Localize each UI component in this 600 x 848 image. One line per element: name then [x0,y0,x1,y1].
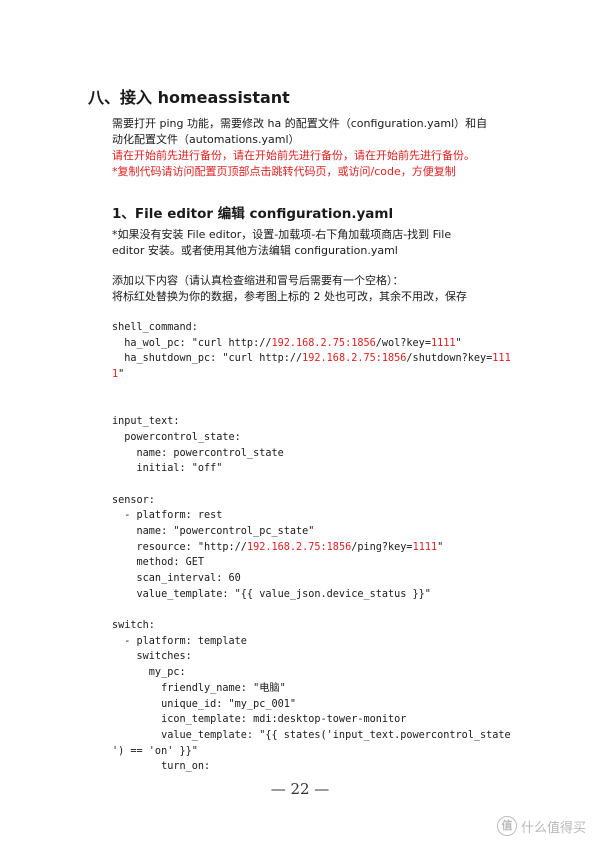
code-line: sensor: [112,493,512,509]
code-text: name: "powercontrol_pc_state" [112,525,315,537]
code-highlight: 111 [492,353,511,365]
code-line: ha_shutdown_pc: "curl http://192.168.2.7… [112,351,512,367]
code-line [112,398,512,414]
code-text: ha_shutdown_pc: "curl http:// [112,353,303,365]
code-highlight: 192.168.2.75:1856 [271,337,376,349]
page-number: — 22 — [270,780,330,798]
instruction-line: 将标红处替换为你的数据，参考图上标的 2 处也可改，其余不用改，保存 [112,290,467,303]
code-line: initial: "off" [112,461,512,477]
code-text: input_text: [112,416,180,428]
code-line: ha_wol_pc: "curl http://192.168.2.75:185… [112,336,512,352]
code-text: " [455,337,462,349]
watermark-logo-icon: 值 [496,816,517,836]
code-line: friendly_name: "电脑" [112,681,512,697]
code-text: turn_on: [112,761,211,773]
instruction-line: 添加以下内容（请认真检查缩进和冒号后需要有一个空格）： [112,274,404,287]
code-line: value_template: "{{ value_json.device_st… [112,587,512,603]
code-text: switch: [112,620,155,632]
code-highlight: 1111 [430,337,456,349]
code-line [112,602,512,618]
code-text: ha_wol_pc: "curl http:// [112,337,272,349]
code-line: icon_template: mdi:desktop-tower-monitor [112,712,512,728]
install-note-line: *如果没有安装 File editor，设置-加载项-右下角加载项商店-找到 F… [112,228,452,241]
code-text: scan_interval: 60 [112,573,241,584]
code-text: ') == 'on' }}" [112,745,198,757]
code-text: initial: "off" [112,463,223,475]
code-line: scan_interval: 60 [112,571,512,587]
yaml-code-block: shell_command: ha_wol_pc: "curl http://1… [112,320,512,775]
code-text: /shutdown?key= [406,353,493,365]
code-line: - platform: template [112,634,512,650]
code-line: shell_command: [112,320,512,336]
section-title: 八、接入 homeassistant [88,88,290,107]
install-note-line: editor 安装。或者使用其他方法编辑 configuration.yaml [112,244,398,257]
backup-warning: 请在开始前先进行备份，请在开始前先进行备份，请在开始前先进行备份。 [112,149,475,162]
code-line: turn_on: [112,759,512,775]
code-line: unique_id: "my_pc_001" [112,697,512,713]
code-text: " [118,369,125,381]
code-text: - platform: template [112,635,247,647]
code-line: name: "powercontrol_pc_state" [112,524,512,540]
instructions: 添加以下内容（请认真检查缩进和冒号后需要有一个空格）： 将标红处替换为你的数据，… [112,273,512,305]
code-line: powercontrol_state: [112,430,512,446]
code-line [112,477,512,493]
code-highlight: 192.168.2.75:1856 [302,353,407,365]
code-text: /wol?key= [375,337,431,349]
watermark-text: 什么值得买 [520,820,586,836]
install-note: *如果没有安装 File editor，设置-加载项-右下角加载项商店-找到 F… [112,227,512,259]
code-text: switches: [112,651,192,663]
intro-paragraph: 需要打开 ping 功能，需要修改 ha 的配置文件（configuration… [112,116,512,180]
intro-line: 需要打开 ping 功能，需要修改 ha 的配置文件（configuration… [112,117,488,130]
code-line: switches: [112,649,512,665]
code-text: value_template: "{{ states('input_text.p… [112,729,511,741]
copy-code-note: *复制代码请访问配置页顶部点击跳转代码页，或访问/code，方便复制 [112,165,456,178]
code-text: unique_id: "my_pc_001" [112,698,297,710]
code-text: method: GET [112,557,205,569]
code-line: switch: [112,618,512,634]
code-text: value_template: "{{ value_json.device_st… [112,588,431,600]
code-highlight: 1 [112,369,119,381]
code-text: friendly_name: "电脑" [112,682,286,694]
code-text: my_pc: [112,667,186,679]
step-title: 1、File editor 编辑 configuration.yaml [112,206,394,222]
code-line: name: powercontrol_state [112,446,512,462]
code-highlight: 1111 [412,541,438,553]
code-line: my_pc: [112,665,512,681]
code-text: /ping?key= [351,541,413,553]
watermark: 值 什么值得买 [496,816,586,836]
code-line: input_text: [112,414,512,430]
code-text: sensor: [112,494,155,506]
code-text: powercontrol_state: [112,431,241,443]
code-line: ') == 'on' }}" [112,744,512,760]
intro-line: 动化配置文件（automations.yaml） [112,133,300,146]
code-line [112,383,512,399]
code-text: shell_command: [112,322,198,333]
code-text: - platform: rest [112,510,223,522]
code-line: method: GET [112,555,512,571]
code-text: resource: "http:// [112,541,247,553]
code-text: " [437,541,444,553]
code-line: resource: "http://192.168.2.75:1856/ping… [112,540,512,556]
code-line: - platform: rest [112,508,512,524]
code-line: value_template: "{{ states('input_text.p… [112,728,512,744]
code-text: name: powercontrol_state [112,447,284,459]
code-text: icon_template: mdi:desktop-tower-monitor [112,714,407,726]
code-highlight: 192.168.2.75:1856 [246,541,352,553]
code-line: 1" [112,367,512,383]
